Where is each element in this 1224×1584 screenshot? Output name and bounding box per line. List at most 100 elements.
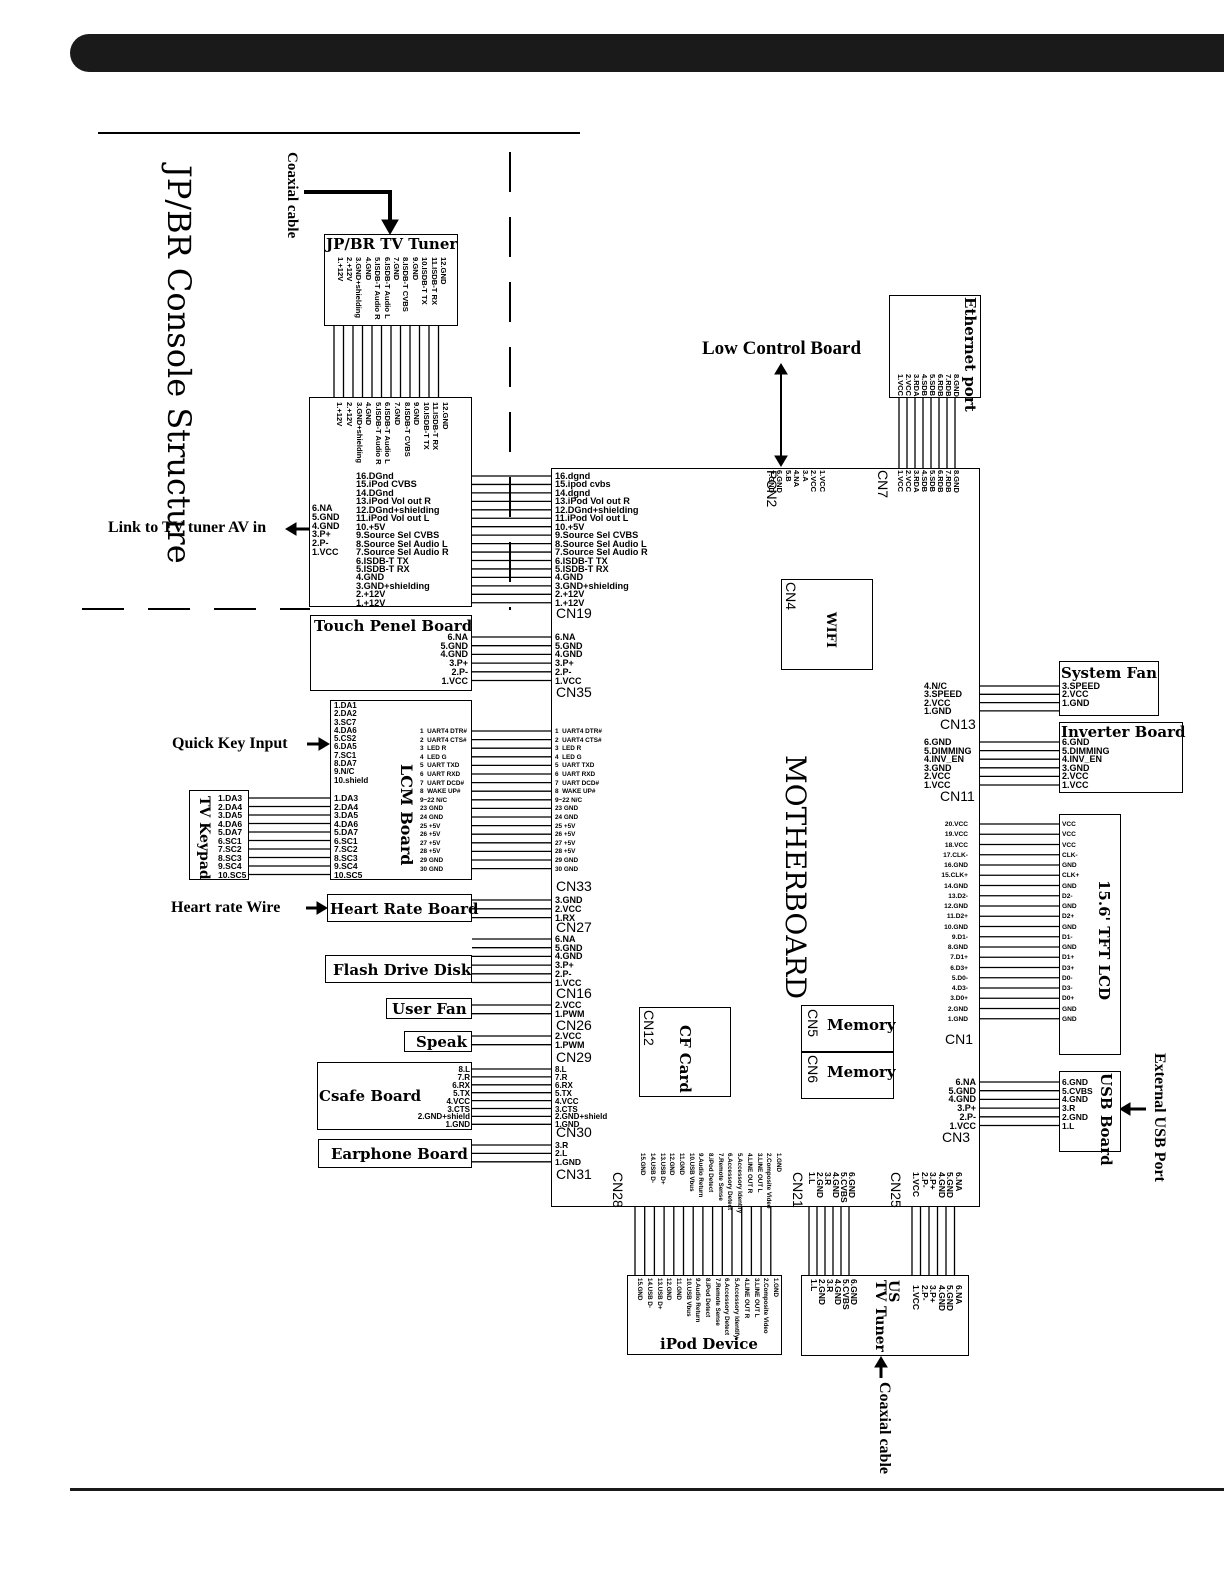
touch-panel-box <box>310 615 472 691</box>
cn27-label: CN27 <box>556 919 592 935</box>
header-bar <box>70 34 1224 72</box>
heart-wire-label: Heart rate Wire <box>171 899 281 916</box>
touch-panel-pins: 6.NA 5.GND 4.GND 3.P+ 2.P- 1.VCC <box>440 632 468 686</box>
lcm-board-title: LCM Board <box>397 764 416 866</box>
cn35-label: CN35 <box>556 684 592 700</box>
jp-adapter-top-pins: 12.GND 11.ISDB-T RX 10.ISDB-T TX 9.GND 8… <box>335 402 450 465</box>
tft-lcd-title: 15.6' TFT LCD <box>1095 880 1113 1001</box>
motherboard-box <box>551 468 980 1207</box>
arrow-left-icon <box>285 522 297 536</box>
tv-keypad-title: TV Keypad <box>196 796 212 880</box>
us-tuner-pins-b: 6.NA 5.GND 4.GND 3.P+ 2.P- 1.VCC <box>911 1285 965 1311</box>
arrow-up-icon-2 <box>874 1356 888 1368</box>
memory2-title: Memory <box>827 1063 896 1081</box>
link-tv-label: Link to TV tuner AV in <box>108 519 267 536</box>
cn6-label: CN6 <box>805 1055 821 1084</box>
system-fan-box <box>1059 661 1159 716</box>
page-title: JP/BR Console Structure <box>160 165 198 564</box>
inverter-title: Inverter Board <box>1061 723 1186 741</box>
cn31-label: CN31 <box>556 1166 592 1182</box>
arrow-right-icon-2 <box>316 901 328 915</box>
earphone-box <box>318 1139 472 1168</box>
cn28-pins: 1.GND 2.Composite Video 3.LINE OUT L 4.L… <box>639 1153 782 1214</box>
pcn2-pins: 1.VCC 2.VCC 3.A 4.NA 5.B 6.GND 7.GND <box>767 470 827 493</box>
cn16-label: CN16 <box>556 985 592 1001</box>
cn35-pins: 6.NA 5.GND 4.GND 3.P+ 2.P- 1.VCC <box>555 632 583 686</box>
low-control-label: Low Control Board <box>702 338 862 359</box>
jp-adapter-box <box>309 397 472 607</box>
footer-line <box>70 1488 1224 1491</box>
cn5-label: CN5 <box>805 1009 821 1038</box>
flash-drive-box <box>325 955 472 983</box>
jp-tuner-title: JP/BR TV Tuner <box>326 235 458 253</box>
ipod-pins: 1.GND 2.Composite Video 3.LINE OUT L 4.L… <box>636 1278 779 1339</box>
cn19-label: CN19 <box>556 605 592 621</box>
user-fan-box <box>386 998 472 1019</box>
cn31-pins: 3.R 2.L 1.GND <box>555 1140 581 1167</box>
cn33-label: CN33 <box>556 878 592 894</box>
cn30-pins: 8.L 7.R 6.RX 5.TX 4.VCC 3.CTS 2.GND+shie… <box>555 1065 608 1130</box>
memory1-title: Memory <box>827 1016 896 1034</box>
system-fan-title: System Fan <box>1061 664 1158 682</box>
wifi-box <box>781 579 873 670</box>
us-tuner-box <box>801 1275 969 1356</box>
cn4-label: CN4 <box>783 582 799 611</box>
ethernet-title: Ethernet port <box>961 297 979 412</box>
cn30-label: CN30 <box>556 1124 592 1140</box>
memory-divider <box>801 1051 894 1053</box>
usb-board-title: USB Board <box>1097 1073 1115 1166</box>
usb-board-pins: 6.GND 5.CVBS 4.GND 3.R 2.GND 1.L <box>1062 1077 1093 1131</box>
cn12-label: CN12 <box>641 1010 657 1046</box>
coax-top-label: Coaxial cable <box>284 152 300 239</box>
quick-key-label: Quick Key Input <box>172 735 288 752</box>
heart-rate-title: Heart Rate Board <box>330 900 479 918</box>
csafe-box <box>317 1062 472 1130</box>
earphone-title: Earphone Board <box>331 1145 468 1163</box>
arrow-left-icon-2 <box>1119 1102 1131 1116</box>
ethernet-box <box>889 295 981 398</box>
cn11-pins: 6.GND 5.DIMMING 4.INV_EN 3.GND 2.VCC 1.V… <box>924 737 972 790</box>
cn26-pins: 2.VCC 1.PWM <box>555 1000 585 1019</box>
arrow-down-icon-2 <box>774 455 788 467</box>
tv-keypad-box <box>189 790 249 880</box>
lcm-board-box <box>330 700 472 880</box>
cn28-label: CN28 <box>610 1172 626 1208</box>
cn27-pins: 3.GND 2.VCC 1.RX <box>555 895 583 923</box>
ipod-title: iPod Device <box>660 1335 758 1353</box>
tft-lcd-box <box>1059 814 1121 1055</box>
cn16-pins: 6.NA 5.GND 4.GND 3.P+ 2.P- 1.VCC <box>555 934 583 988</box>
csafe-title: Csafe Board <box>319 1087 422 1105</box>
lcm-quick-pins: 1.DA1 2.DA2 3.SC7 4.DA6 5.CS2 6.DA5 7.SC… <box>334 701 369 785</box>
ipod-box <box>627 1275 782 1355</box>
ethernet-pins: 8.GND 7.RDB 6.RDB 5.SDB 4.SDB 3.RDA 2.VC… <box>896 374 961 397</box>
cf-card-box <box>639 1007 731 1097</box>
cn29-pins: 2.VCC 1.PWM <box>555 1031 585 1050</box>
cn3-label: CN3 <box>942 1129 971 1145</box>
cn7-pins: 8.GND 7.RDB 6.RDB 5.SDB 4.SDB 3.RDA 2.VC… <box>896 470 961 493</box>
cn33-pins: 1 UART4 DTR# 2 UART4 CTS# 3 LED R 4 LED … <box>555 728 602 873</box>
cn7-label: CN7 <box>875 470 891 499</box>
arrow-up-icon <box>774 363 788 375</box>
inverter-pins: 6.GND 5.DIMMING 4.INV_EN 3.GND 2.VCC 1.V… <box>1062 737 1110 790</box>
arrow-right-icon <box>318 737 330 751</box>
jp-adapter-left-pins: 6.NA 5.GND 4.GND 3.P+ 2.P- 1.VCC <box>312 503 340 557</box>
motherboard-title: MOTHERBOARD <box>779 755 812 1000</box>
cn1-label: CN1 <box>945 1031 974 1047</box>
cn25-label: CN25 <box>888 1172 904 1208</box>
speak-box <box>404 1031 472 1052</box>
flash-drive-title: Flash Drive Disk <box>333 961 472 979</box>
cf-card-title: CF Card <box>676 1025 694 1093</box>
system-fan-pins: 3.SPEED 2.VCC 1.GND <box>1062 681 1101 708</box>
inverter-box <box>1059 722 1183 793</box>
usb-board-box <box>1059 1071 1121 1152</box>
us-tuner-pins-a: 6.GND 5.CVBS 4.GND 3.R 2.GND 1.L <box>809 1279 859 1310</box>
us-tuner-title: US TV Tuner <box>872 1280 901 1352</box>
arrow-down-icon <box>381 219 399 236</box>
cn29-label: CN29 <box>556 1049 592 1065</box>
jp-adapter-right-pins: 16.DGnd 15.iPod CVBS 14.DGnd 13.iPod Vol… <box>356 471 449 608</box>
heart-rate-box <box>327 894 472 922</box>
jp-tuner-pins: 12.GND 11.ISDB-T RX 10.ISDB-T TX 9.GND 8… <box>335 257 448 320</box>
cn21-pins: 6.GND 5.CVBS 4.GND 3.R 2.GND 1.L <box>807 1172 857 1203</box>
cn1-pins: 20.VCC 19.VCC 18.VCC 17.CLK- 16.GND 15.C… <box>941 821 968 1023</box>
